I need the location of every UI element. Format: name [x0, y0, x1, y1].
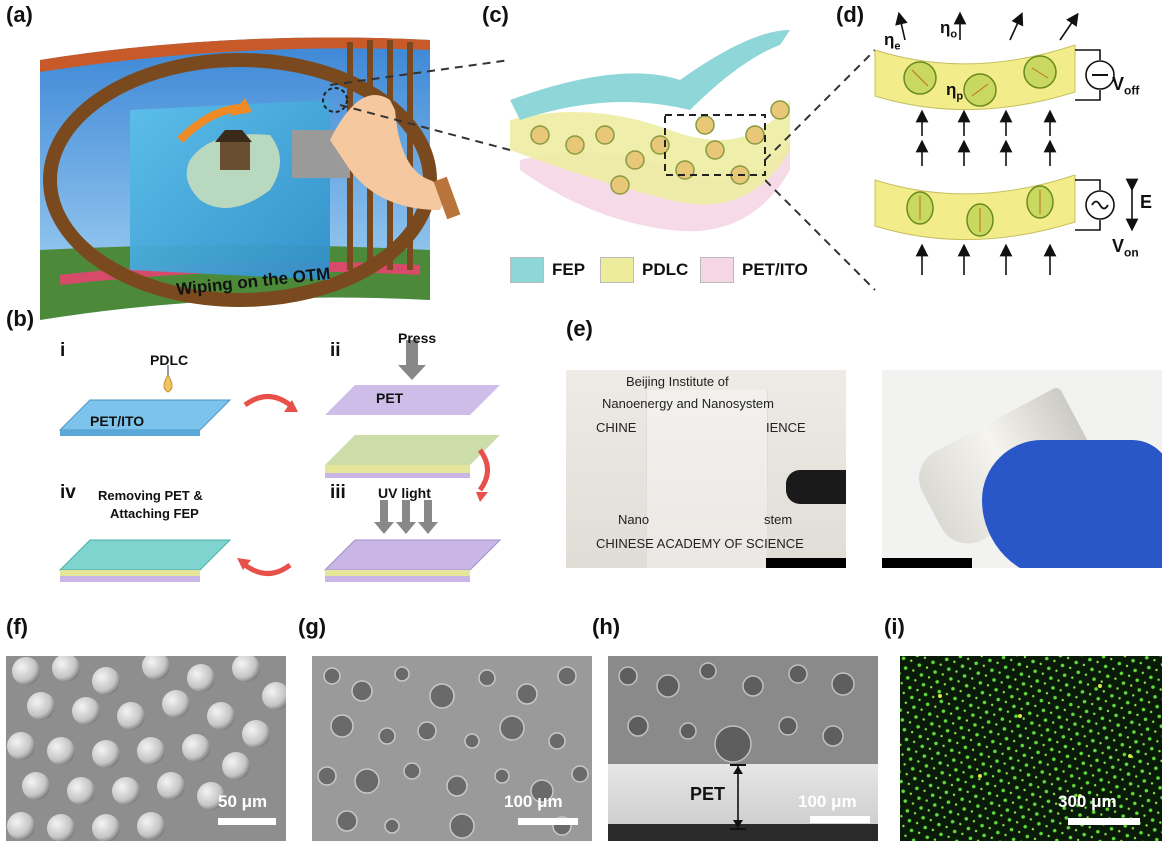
step-iii-uv-label: UV light [378, 485, 431, 501]
pet-layer-label: PET [690, 784, 726, 804]
panel-c-d-connector [765, 49, 876, 291]
scale-label-f: 50 μm [218, 792, 268, 811]
voltage-on-label: Von [1112, 236, 1139, 260]
step-iv-numeral: iv [60, 482, 76, 503]
panel-a-c-connector [330, 59, 511, 151]
paper-line-2: Nanoenergy and Nanosystem [602, 396, 774, 411]
panel-label-d: (d) [836, 2, 865, 27]
scale-bar-g [518, 818, 578, 825]
thickness-arrow [730, 764, 746, 830]
transparent-film [646, 390, 768, 568]
panel-e-photo-right [882, 370, 1162, 568]
scale-label-h: 100 μm [798, 792, 857, 811]
paper-line-3a: CHINE [596, 420, 637, 435]
paper-line-3b: IENCE [766, 420, 806, 435]
panel-a-illustration [40, 37, 461, 320]
panel-label-b: (b) [6, 306, 35, 331]
legend-swatch-fep [510, 257, 544, 283]
step-iii-numeral: iii [330, 482, 346, 503]
legend-label-pdlc: PDLC [642, 260, 689, 279]
blue-glove [982, 440, 1162, 568]
scale-label-i: 300 μm [1058, 792, 1117, 811]
legend-swatch-pdlc [600, 257, 634, 283]
step-ii-press-label: Press [398, 330, 437, 346]
panel-label-h: (h) [592, 614, 621, 639]
panel-label-i: (i) [884, 614, 905, 639]
panel-e-photo-left: Beijing Institute of Nanoenergy and Nano… [566, 370, 846, 568]
step-ii-pet-label: PET [376, 390, 404, 406]
panel-b-process-diagram [58, 340, 502, 582]
symbol-eta-p: ηp [946, 80, 964, 103]
paper-line-4a: Nano [618, 512, 650, 527]
panel-label-c: (c) [482, 2, 509, 27]
microspheres [7, 656, 286, 841]
panel-f-sem-microspheres: 50 μm [6, 656, 286, 841]
scale-label-g: 100 μm [504, 792, 563, 811]
panel-h-sem-cross-section: PET 100 μm [608, 656, 878, 841]
panel-g-sem-porous: 100 μm [312, 656, 592, 841]
scale-bar-e-left [766, 558, 846, 568]
scale-bar-i [1068, 818, 1140, 825]
field-label: E [1140, 192, 1153, 212]
tweezers [786, 470, 846, 504]
paper-line-1: Beijing Institute of [626, 374, 729, 389]
step-i-pdlc-label: PDLC [150, 352, 189, 368]
step-i-numeral: i [60, 340, 66, 361]
panel-label-a: (a) [6, 2, 33, 27]
step-iv-text-line2: Attaching FEP [110, 506, 199, 521]
fluorescent-dots [900, 656, 1162, 841]
legend-label-pet-ito: PET/ITO [742, 260, 808, 279]
scale-bar-e-right [882, 558, 972, 568]
step-ii-numeral: ii [330, 340, 341, 361]
scale-bar-h [810, 816, 870, 823]
panel-label-f: (f) [6, 614, 28, 639]
panel-c-film-illustration [510, 30, 790, 232]
step-i-pet-ito-label: PET/ITO [90, 413, 145, 429]
symbol-eta-o: ηo [940, 18, 958, 41]
voltage-off-label: Voff [1112, 74, 1140, 98]
panel-label-g: (g) [298, 614, 327, 639]
substrate [608, 824, 878, 841]
step-iv-text-line1: Removing PET & [98, 488, 203, 503]
symbol-eta-e: ηe [884, 30, 901, 53]
scale-bar-f [218, 818, 276, 825]
panel-i-fluorescence: 300 μm [900, 656, 1162, 841]
paper-line-4b: stem [764, 512, 793, 527]
legend-label-fep: FEP [552, 260, 586, 279]
legend-swatch-pet-ito [700, 257, 734, 283]
panel-d-mechanism [874, 11, 1139, 275]
paper-line-5: CHINESE ACADEMY OF SCIENCE [596, 536, 804, 551]
porous-layer [618, 662, 855, 763]
porous-texture [317, 666, 589, 839]
panel-label-e: (e) [566, 316, 593, 341]
